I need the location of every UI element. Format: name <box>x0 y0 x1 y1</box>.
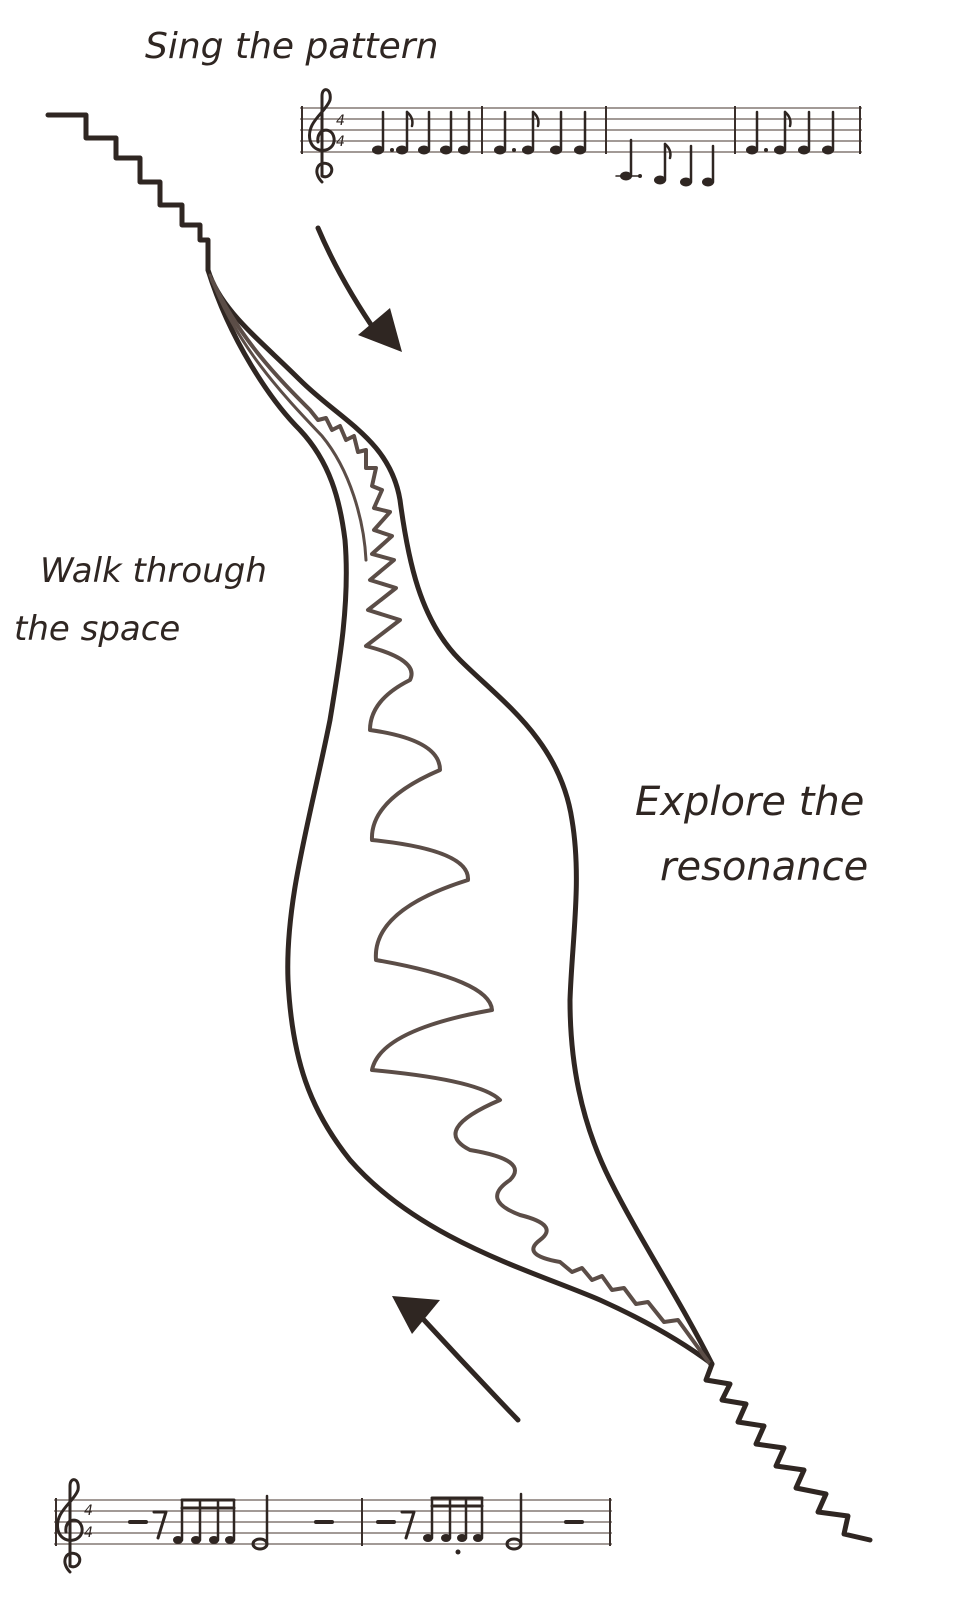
top-measure-2 <box>494 112 586 155</box>
top-measure-3 <box>616 140 714 187</box>
top-zigzag <box>48 115 208 270</box>
arrow-down-icon <box>318 228 402 352</box>
svg-text:4: 4 <box>336 134 345 150</box>
bottom-measure-2 <box>378 1494 582 1555</box>
left-instruction-line2: the space <box>14 609 180 649</box>
svg-text:4: 4 <box>84 1525 93 1541</box>
svg-text:4: 4 <box>84 1503 93 1519</box>
right-instruction-line2: resonance <box>660 844 868 890</box>
svg-text:4: 4 <box>336 113 345 129</box>
bottom-zigzag <box>706 1364 870 1540</box>
top-measure-4 <box>746 112 834 155</box>
bottom-staff-icon: 4 4 <box>54 1480 612 1572</box>
left-instruction-line1: Walk through <box>40 551 267 591</box>
top-staff-icon: 4 4 <box>300 90 862 187</box>
arrow-up-icon <box>392 1296 518 1420</box>
right-instruction-line1: Explore the <box>635 779 864 825</box>
top-instruction: Sing the pattern <box>145 26 438 67</box>
top-measure-1 <box>372 112 470 155</box>
